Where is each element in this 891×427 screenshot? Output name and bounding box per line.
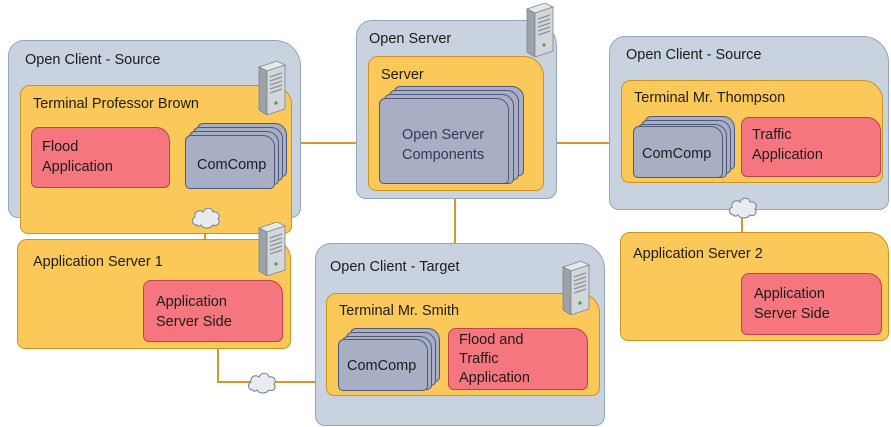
comcomp-brown-label: ComComp xyxy=(197,157,267,173)
open-client-source-thompson: Open Client - Source Terminal Mr. Thomps… xyxy=(609,36,889,210)
comcomp-smith-label: ComComp xyxy=(347,358,417,374)
application-server-side-1-label-line1: Application xyxy=(156,294,227,310)
application-server-2: Application Server 2 Application Server … xyxy=(620,232,889,341)
terminal-mr-smith: Terminal Mr. Smith ComComp Flood and Tra… xyxy=(326,293,600,396)
comcomp-smith: ComComp xyxy=(338,339,428,391)
terminal-mr-smith-title: Terminal Mr. Smith xyxy=(339,303,460,319)
connector-appserver1-target-vertical xyxy=(217,347,219,383)
open-client-source-brown: Open Client - Source Terminal Professor … xyxy=(8,40,301,234)
application-server-side-2-label-line1: Application xyxy=(754,286,825,302)
comcomp-brown: ComComp xyxy=(185,135,275,189)
application-server-side-2-label-line2: Server Side xyxy=(754,306,830,322)
terminal-professor-brown-title: Terminal Professor Brown xyxy=(33,96,199,112)
flood-application-label-line2: Application xyxy=(42,159,113,175)
flood-and-traffic-application-label-line1: Flood and xyxy=(459,332,524,348)
network-cloud-icon xyxy=(192,207,220,229)
open-client-target: Open Client - Target Terminal Mr. Smith … xyxy=(315,243,605,426)
flood-application-label-line1: Flood xyxy=(42,139,79,155)
open-client-target-title: Open Client - Target xyxy=(330,259,460,275)
application-server-1: Application Server 1 Application Server … xyxy=(17,239,291,349)
open-server-components: Open Server Components xyxy=(379,98,509,184)
comcomp-thompson: ComComp xyxy=(633,126,723,178)
terminal-professor-brown: Terminal Professor Brown Flood Applicati… xyxy=(20,85,292,234)
network-cloud-icon xyxy=(248,372,276,394)
comcomp-thompson-label: ComComp xyxy=(642,146,712,162)
server-tower-icon xyxy=(257,61,287,115)
server-container: Server Open Server Components xyxy=(368,56,544,191)
application-server-side-1: Application Server Side xyxy=(143,280,283,342)
application-server-1-title: Application Server 1 xyxy=(33,254,163,270)
connector-server-target xyxy=(454,198,456,244)
application-server-side-1-label-line2: Server Side xyxy=(156,314,232,330)
connector-brown-server xyxy=(300,142,358,144)
open-server-components-label-line2: Components xyxy=(402,147,485,163)
traffic-application: Traffic Application xyxy=(741,117,881,177)
flood-and-traffic-application: Flood and Traffic Application xyxy=(448,328,588,390)
server-title: Server xyxy=(381,67,424,83)
terminal-mr-thompson-title: Terminal Mr. Thompson xyxy=(634,90,786,106)
server-tower-icon xyxy=(257,222,287,276)
flood-application: Flood Application xyxy=(31,127,170,188)
open-client-source-brown-title: Open Client - Source xyxy=(25,52,161,68)
open-server-title: Open Server xyxy=(369,31,452,47)
application-server-2-title: Application Server 2 xyxy=(633,246,763,262)
network-cloud-icon xyxy=(729,197,757,219)
server-tower-icon xyxy=(525,3,555,57)
flood-and-traffic-application-label-line3: Application xyxy=(459,370,530,386)
traffic-application-label-line1: Traffic xyxy=(752,127,792,143)
traffic-application-label-line2: Application xyxy=(752,147,823,163)
application-server-side-2: Application Server Side xyxy=(741,273,882,335)
connector-server-thompson xyxy=(555,142,611,144)
open-server-components-label-line1: Open Server xyxy=(402,127,485,143)
open-server: Open Server Server Open Server Component… xyxy=(356,20,557,199)
terminal-mr-thompson: Terminal Mr. Thompson ComComp Traffic Ap… xyxy=(621,80,883,183)
open-client-source-thompson-title: Open Client - Source xyxy=(626,47,762,63)
flood-and-traffic-application-label-line2: Traffic xyxy=(459,351,499,367)
server-tower-icon xyxy=(561,261,591,315)
